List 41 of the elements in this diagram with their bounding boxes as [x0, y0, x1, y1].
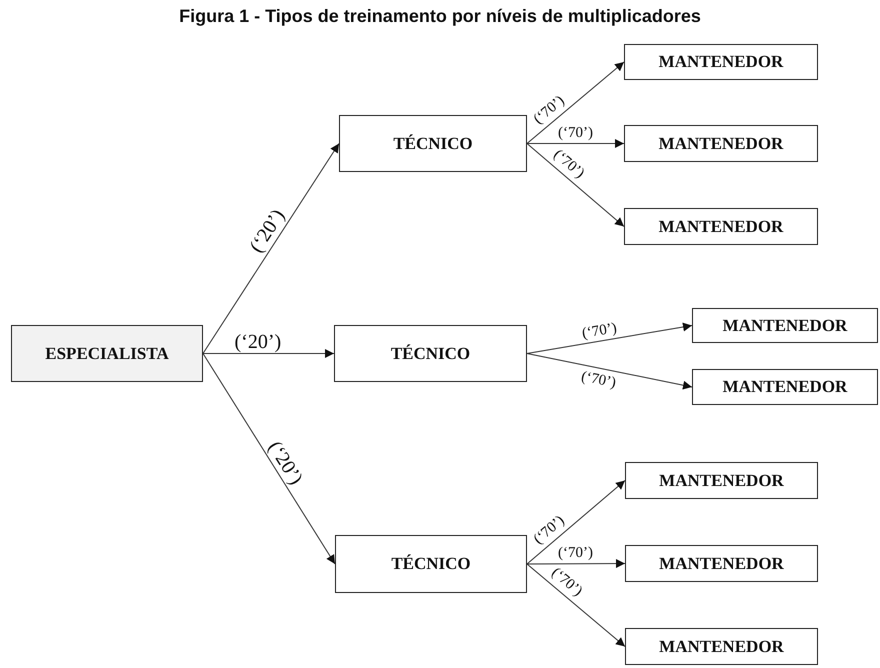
figure-title: Figura 1 - Tipos de treinamento por níveis de multiplicadores [178, 6, 702, 27]
arrow [526, 353, 692, 390]
box-label: TÉCNICO [393, 134, 473, 154]
role-box [339, 115, 527, 172]
arrow [202, 349, 334, 358]
box-label: MANTENEDOR [659, 636, 784, 656]
role-box [334, 325, 527, 382]
role-box [692, 308, 878, 343]
box-label: MANTENEDOR [659, 554, 784, 574]
box-label: MANTENEDOR [658, 134, 784, 154]
edge-label: (‘70’) [558, 126, 593, 141]
role-box [624, 44, 818, 80]
arrow [526, 559, 626, 568]
arrow [526, 564, 626, 647]
box-label: MANTENEDOR [722, 377, 848, 397]
box-label: MANTENEDOR [659, 470, 784, 490]
role-box [625, 462, 818, 499]
arrow [526, 480, 626, 564]
role-box [624, 208, 818, 245]
arrow [526, 139, 624, 148]
box-label: ESPECIALISTA [45, 344, 169, 364]
edge-label: (‘20’) [234, 332, 282, 352]
role-box [624, 125, 818, 162]
edge-label: (‘70’) [581, 320, 618, 342]
arrow [526, 143, 624, 227]
arrow [202, 143, 340, 354]
box-label: TÉCNICO [391, 554, 471, 574]
role-box [692, 369, 878, 405]
role-box [625, 628, 818, 665]
role-box [335, 535, 527, 593]
arrow [202, 353, 336, 564]
arrow [526, 62, 624, 144]
box-label: MANTENEDOR [658, 216, 784, 236]
root-box [11, 325, 203, 382]
box-label: MANTENEDOR [722, 316, 848, 336]
arrow [526, 322, 692, 354]
edge-label: (‘70’) [558, 546, 594, 562]
edge-label: (‘70’) [580, 370, 618, 392]
box-label: TÉCNICO [390, 344, 470, 364]
box-label: MANTENEDOR [658, 52, 784, 72]
role-box [625, 545, 818, 582]
